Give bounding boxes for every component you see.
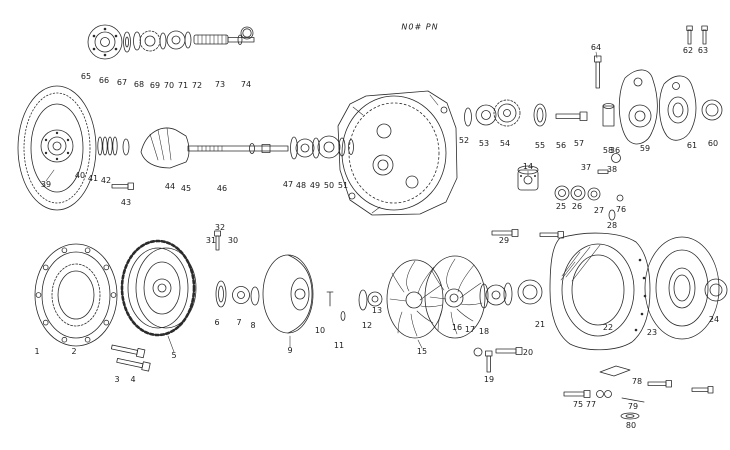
sprocket <box>120 239 197 337</box>
bolts-3-4 <box>110 344 151 372</box>
washer-stack-right <box>479 279 543 309</box>
small-parts-10-13 <box>326 289 383 321</box>
pump-gear-parts <box>464 25 723 145</box>
turbine-wheels <box>386 255 486 339</box>
converter-housing <box>337 90 458 216</box>
bottom-fasteners <box>473 347 714 420</box>
leader-lines <box>45 51 598 353</box>
top-left-shaft-assembly <box>87 24 255 60</box>
hub-bell <box>262 254 314 334</box>
brake-drum <box>549 232 651 351</box>
joint-and-seal-rings <box>517 153 624 221</box>
clutch-ring <box>34 243 118 347</box>
retainer-rings <box>644 236 728 340</box>
mid-bolts <box>214 229 564 251</box>
drive-shaft-assembly <box>97 127 354 190</box>
washers-6-7-8 <box>215 280 260 308</box>
left-drum <box>17 85 97 211</box>
